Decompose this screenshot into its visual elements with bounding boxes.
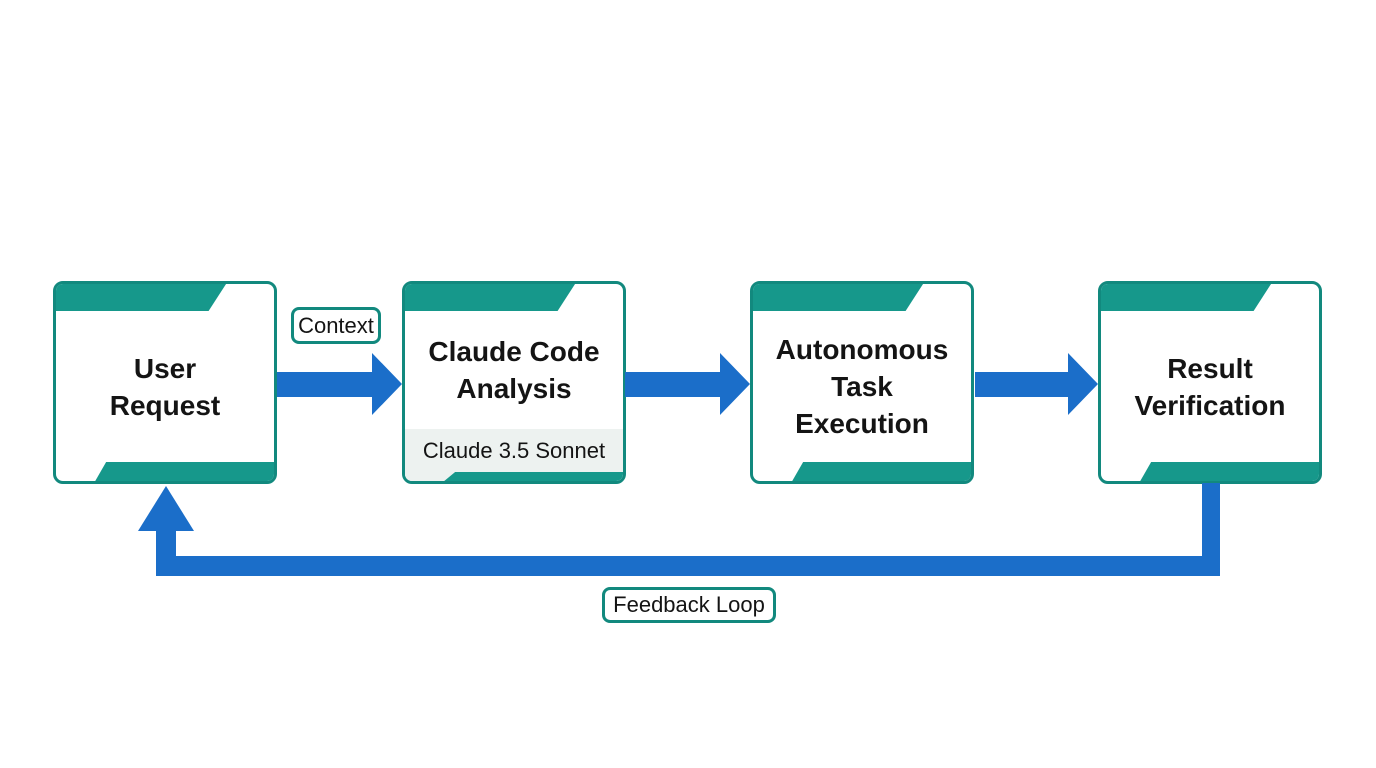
arrow-shaft-context [277, 372, 373, 397]
node-header-band [405, 284, 576, 311]
context-label: Context [291, 307, 381, 344]
node-footer-band [1140, 462, 1319, 481]
arrow-shaft-execution-to-verification [975, 372, 1069, 397]
node-header-band [753, 284, 924, 311]
arrow-head-icon [1068, 353, 1098, 415]
arrow-head-up-icon [138, 486, 194, 531]
node-user-request: User Request [53, 281, 277, 484]
node-content: User Request [56, 311, 274, 462]
node-content: Claude Code Analysis [405, 311, 623, 429]
node-title: Claude Code Analysis [428, 336, 600, 404]
node-footer-band [444, 472, 623, 481]
node-result-verification: Result Verification [1098, 281, 1322, 484]
node-footer-band [95, 462, 274, 481]
arrow-head-icon [372, 353, 402, 415]
node-title: Autonomous Task Execution [775, 334, 949, 439]
node-footer-band [792, 462, 971, 481]
node-content: Result Verification [1101, 311, 1319, 462]
arrow-head-icon [720, 353, 750, 415]
node-title: User Request [109, 352, 221, 421]
node-header-band [1101, 284, 1272, 311]
node-autonomous-task-execution: Autonomous Task Execution [750, 281, 974, 484]
node-title: Result Verification [1134, 352, 1286, 421]
feedback-loop-label: Feedback Loop [602, 587, 776, 623]
feedback-loop-up-segment [156, 530, 176, 558]
node-header-band [56, 284, 227, 311]
node-content: Autonomous Task Execution [753, 311, 971, 462]
feedback-loop-down-segment [1202, 483, 1220, 576]
feedback-loop-horizontal-segment [156, 556, 1220, 576]
arrow-shaft-analysis-to-execution [625, 372, 721, 397]
node-claude-code-analysis: Claude Code Analysis Claude 3.5 Sonnet [402, 281, 626, 484]
